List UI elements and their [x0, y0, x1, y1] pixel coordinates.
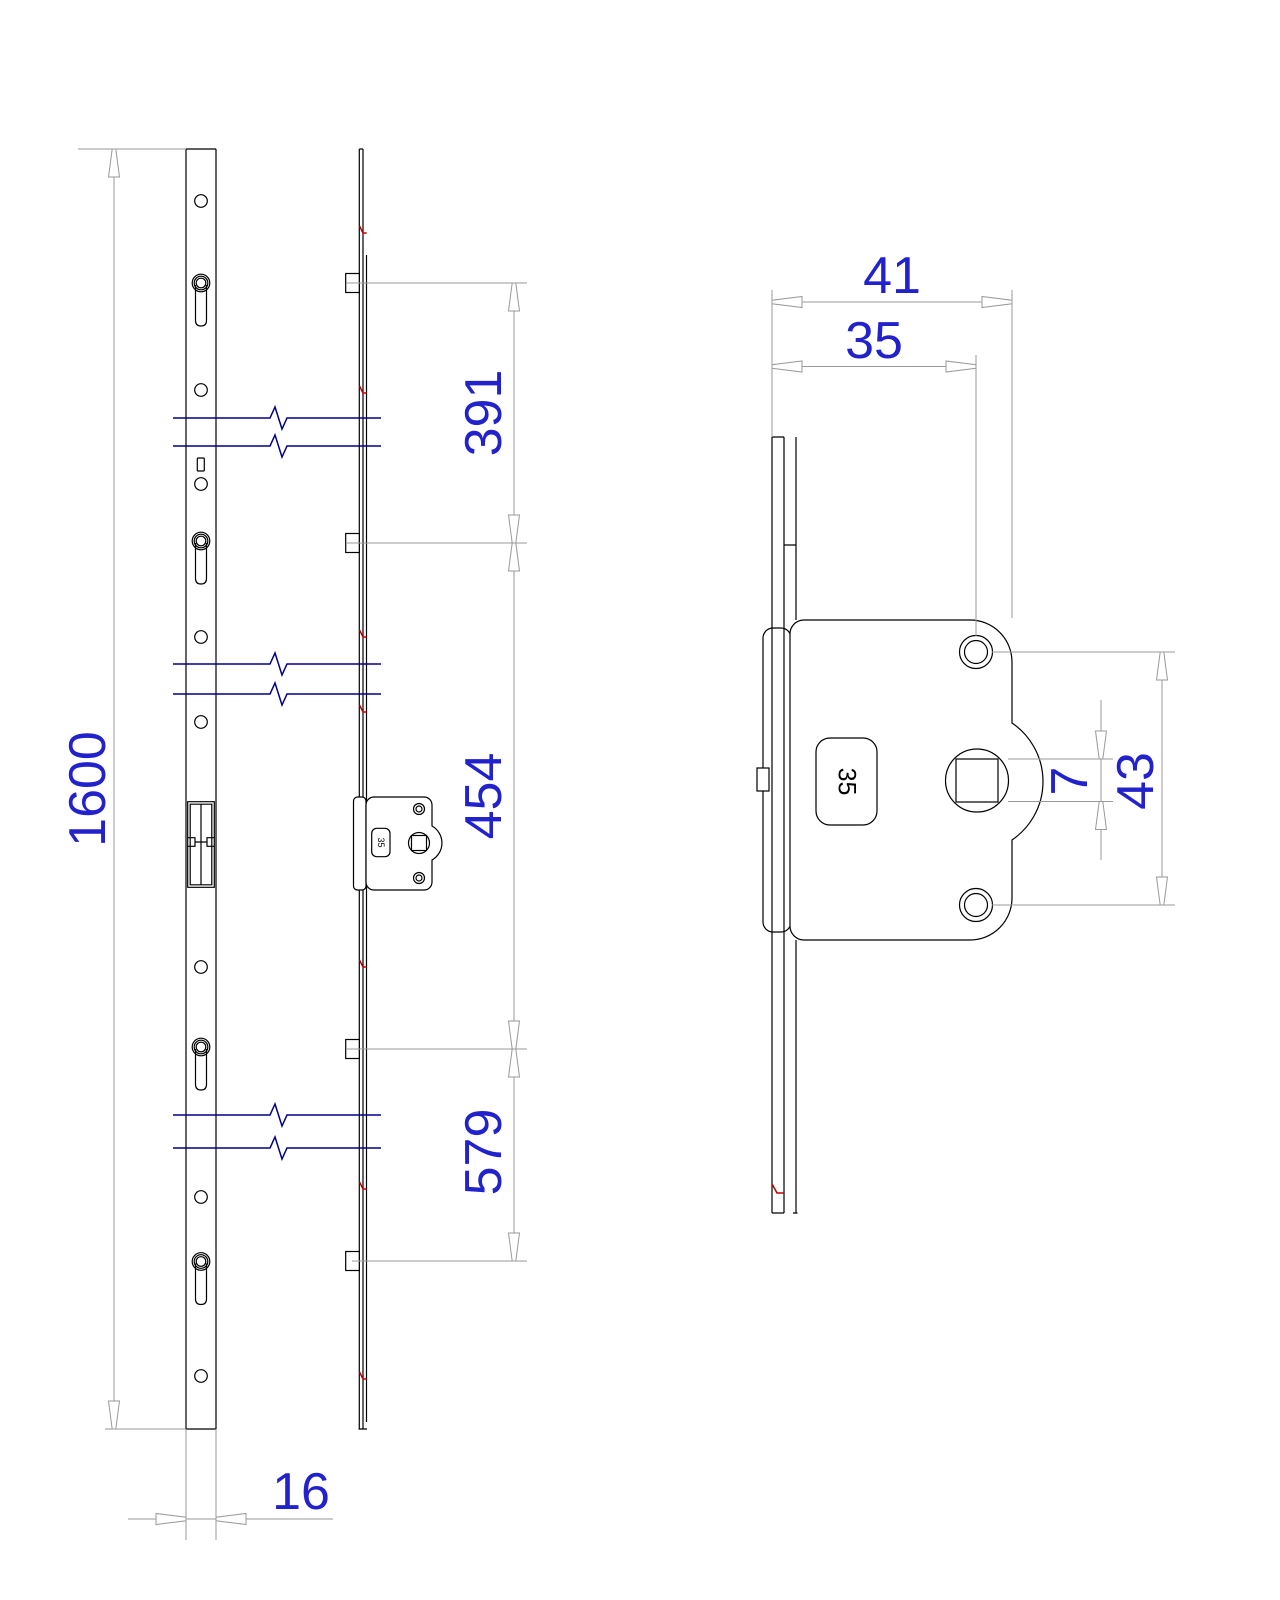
fixing-hole: [194, 1190, 208, 1204]
extension-lines: [346, 282, 527, 1262]
arrowhead-down: [1095, 730, 1107, 760]
extension-lines: [1008, 700, 1113, 860]
extension-lines: [772, 355, 977, 636]
arrowhead-right: [945, 360, 977, 373]
rod-joint-mark: [771, 1183, 784, 1194]
dim-text-housing-depth: 41: [863, 247, 921, 305]
dim-text-spacing-bottom: 579: [455, 1109, 513, 1196]
spindle-hole-mini: [407, 831, 431, 855]
screw-hole-mini-inner: [415, 805, 423, 813]
fixing-hole: [194, 630, 208, 644]
gearbox-front-view: [187, 801, 215, 888]
faceplate-outline: [185, 148, 217, 1430]
rod-joint-mark: [358, 1371, 367, 1380]
fixing-hole: [194, 383, 208, 397]
fixing-hole: [194, 1369, 208, 1383]
spindle-follower: [944, 748, 1010, 813]
dimension-spindle-square: 7: [1008, 700, 1113, 860]
spindle-square-hole: [955, 758, 999, 803]
rod-joint-mark: [358, 704, 367, 713]
faceplate-side-view: 35: [345, 148, 443, 1430]
rod-joint-mark: [358, 629, 367, 638]
screw-hole-mini: [412, 871, 426, 885]
extension-lines: [78, 148, 186, 1430]
arrowhead-up: [108, 148, 120, 178]
arrowhead-up: [1095, 801, 1107, 830]
break-line: [173, 432, 381, 460]
screw-hole-mini: [412, 802, 426, 816]
arrowhead-up: [1156, 651, 1168, 681]
dimension-screw-spacing: 43: [992, 651, 1175, 906]
break-line: [173, 650, 381, 678]
arrowhead-up: [508, 282, 520, 312]
extension-lines: [992, 651, 1175, 906]
dim-text-screw-spacing: 43: [1107, 752, 1165, 810]
rod-joint-mark: [358, 385, 367, 394]
dim-text-spacing-middle: 454: [455, 753, 513, 840]
dim-text-total-length: 1600: [59, 731, 117, 847]
arrowhead-left: [771, 360, 803, 373]
fixing-screw-hole-inner: [963, 639, 989, 665]
faceplate-edge-lines-detail: [771, 436, 798, 1214]
backset-label-plate: [815, 737, 878, 826]
gearbox-front-outline: [187, 801, 215, 888]
arrowhead-up: [508, 1048, 520, 1078]
break-line: [173, 1134, 381, 1162]
dimension-faceplate-width: 16: [128, 1429, 333, 1540]
arrowhead-right: [155, 1513, 187, 1525]
gearbox-mini-front-plate: [352, 796, 367, 891]
locking-point-keep-slot: [191, 531, 211, 585]
arrowhead-down: [108, 1400, 120, 1430]
gearbox-mini-body: [365, 796, 443, 891]
arrowhead-down: [508, 1020, 520, 1050]
arrowhead-down: [508, 514, 520, 544]
break-line: [173, 1101, 381, 1129]
fixing-hole: [194, 715, 208, 729]
faceplate-front-view: [185, 148, 217, 1430]
locking-point-keep-slot: [191, 1037, 211, 1091]
fixing-screw-hole-inner: [963, 892, 989, 918]
gearbox-body: [789, 619, 1044, 941]
arrowhead-down: [508, 1232, 520, 1262]
arrowhead-down: [1156, 876, 1168, 906]
backset-label: 35: [833, 768, 861, 796]
dimension-locking-point-chain: 391 454 579: [346, 282, 527, 1262]
anti-slip-slot: [196, 457, 205, 472]
arrowhead-right: [981, 296, 1013, 308]
faceplate-edge-lines: [358, 148, 367, 1430]
rod-joint-mark: [358, 1181, 367, 1190]
break-line: [173, 680, 381, 708]
extension-lines: [771, 290, 1013, 618]
fixing-hole: [194, 194, 208, 208]
fixing-hole: [194, 960, 208, 974]
arrowhead-left: [771, 296, 803, 308]
dimension-total-length: 1600: [59, 148, 186, 1430]
latch-tab: [756, 767, 770, 792]
dimension-housing-depth: 41: [771, 247, 1013, 618]
arrowhead-up: [508, 542, 520, 572]
screw-hole-mini-inner: [415, 874, 423, 882]
arrowhead-left: [215, 1513, 247, 1525]
gearbox-mini-label-plate: [371, 827, 391, 858]
spindle-square-mini: [410, 834, 428, 852]
dimension-backset: 35: [771, 312, 977, 636]
break-line: [173, 404, 381, 432]
locking-point-keep-slot: [191, 273, 211, 327]
dim-text-spacing-top: 391: [455, 370, 513, 457]
rod-joint-mark: [358, 225, 367, 234]
dim-text-backset: 35: [845, 312, 903, 370]
break-lines: [173, 404, 381, 1162]
gearbox-mini-label: 35: [376, 837, 386, 847]
rod-joint-mark: [358, 959, 367, 968]
locking-point-keep-slot: [191, 1252, 211, 1306]
fixing-hole: [194, 477, 208, 491]
dim-text-faceplate-width: 16: [272, 1463, 330, 1521]
dim-text-spindle-square: 7: [1041, 767, 1099, 796]
gearbox-detail-view: 35: [756, 436, 1044, 1214]
gearbox-side-view: 35: [352, 796, 443, 891]
